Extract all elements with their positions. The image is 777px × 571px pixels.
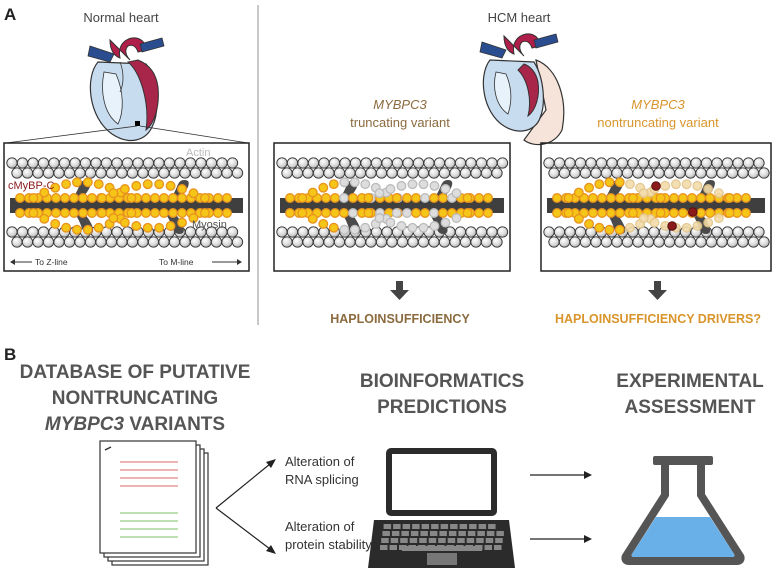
normal-heart-title: Normal heart (83, 10, 159, 25)
truncating-gene-label: MYBPC3 (373, 97, 427, 112)
document-stack-icon (99, 440, 209, 566)
database-gene: MYBPC3 (45, 414, 125, 435)
down-arrow-nontruncating (648, 281, 667, 300)
sarcomere-box-nontruncating (540, 142, 772, 272)
sarcomere-nontruncating (543, 157, 770, 248)
arrow-to-experiment-2 (530, 535, 592, 543)
sarcomere-box-truncating (273, 142, 511, 272)
alt-splicing-line1: Alteration of (285, 454, 355, 469)
exp-title-line1: EXPERIMENTAL (616, 371, 764, 392)
hcm-heart-title: HCM heart (488, 10, 551, 25)
exp-title-line2: ASSESSMENT (625, 397, 756, 418)
database-title-rest: VARIANTS (124, 414, 225, 435)
m-line-arrow (212, 259, 242, 265)
m-line-label: To M-line (159, 257, 194, 267)
sarcomere-truncating (276, 157, 509, 248)
panel-a-label: A (4, 5, 16, 24)
alt-stability-line1: Alteration of (285, 519, 355, 534)
truncating-desc-label: truncating variant (350, 115, 450, 130)
branch-arrow-up (215, 459, 276, 509)
bioinf-title-line2: PREDICTIONS (377, 397, 507, 418)
outcome-nontruncating: HAPLOINSUFFICIENCY DRIVERS? (555, 312, 761, 326)
sarcomere-normal (6, 157, 244, 248)
nontruncating-gene-label: MYBPC3 (631, 97, 685, 112)
sarcomere-box-normal (3, 142, 250, 272)
z-line-arrow (10, 259, 32, 265)
mybpc-label: cMyBP-C (8, 180, 55, 192)
branch-arrow-down (215, 507, 276, 554)
outcome-truncating: HAPLOINSUFFICIENCY (330, 312, 470, 326)
down-arrow-truncating (390, 281, 409, 300)
laptop-icon (368, 448, 515, 568)
zoom-line-left (5, 125, 138, 144)
zoom-line-right (139, 125, 249, 144)
arrow-to-experiment-1 (530, 471, 592, 479)
database-title-line3: MYBPC3 VARIANTS (45, 414, 225, 435)
normal-heart-icon (87, 37, 165, 142)
myosin-label: Myosin (192, 219, 227, 231)
alt-splicing-line2: RNA splicing (285, 472, 359, 487)
actin-label: Actin (186, 147, 210, 159)
database-title-line2: NONTRUNCATING (52, 388, 218, 409)
flask-icon (621, 456, 745, 565)
z-line-label: To Z-line (35, 257, 68, 267)
hcm-heart-icon (479, 33, 565, 146)
panel-b-label: B (4, 345, 16, 364)
alt-stability-line2: protein stability (285, 537, 372, 552)
bioinf-title-line1: BIOINFORMATICS (360, 371, 524, 392)
nontruncating-desc-label: nontruncating variant (597, 115, 719, 130)
database-title-line1: DATABASE OF PUTATIVE (20, 362, 251, 383)
